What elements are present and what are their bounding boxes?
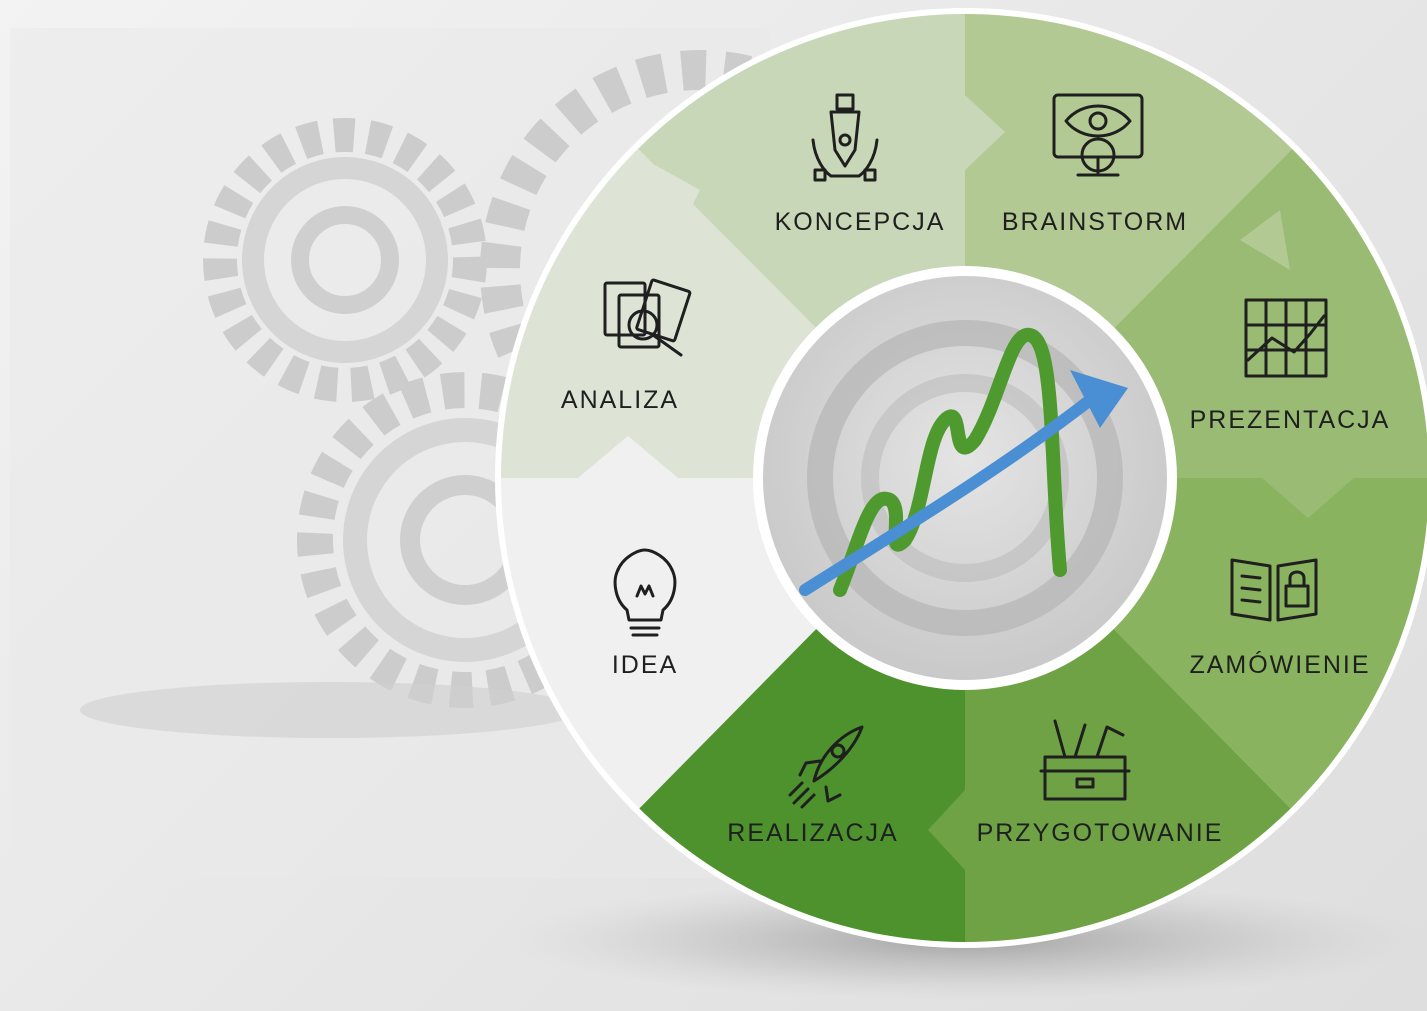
ground-shadow: [80, 682, 580, 738]
line-chart-icon: [1244, 298, 1328, 378]
lightbulb-icon: [613, 548, 677, 637]
logo-arrow-head: [1070, 370, 1128, 428]
toolbox-icon: [1039, 719, 1131, 801]
growth-arrow-logo: [799, 327, 1128, 597]
label-przygotowanie: PRZYGOTOWANIE: [977, 819, 1224, 847]
label-idea: IDEA: [612, 651, 678, 679]
logo-green-stroke: [833, 327, 1067, 597]
arrow-brainstorm-to-prezentacja: [1240, 210, 1290, 270]
monitor-eye-gear-icon: [1052, 93, 1144, 177]
book-padlock-icon: [1230, 558, 1318, 622]
label-zamowienie: ZAMÓWIENIE: [1189, 650, 1370, 679]
arrow-idea-to-analiza: [578, 436, 678, 478]
arrow-koncepcja-to-brainstorm: [965, 95, 1005, 170]
center-gear-ring: [807, 320, 1123, 636]
arrow-zamowienie-to-przygotowanie: [1195, 690, 1240, 740]
rocket-icon: [788, 725, 864, 809]
arrow-przygotowanie-to-realizacja: [928, 790, 965, 870]
label-brainstorm: BRAINSTORM: [1002, 208, 1188, 236]
arrow-prezentacja-to-zamowienie: [1262, 478, 1354, 518]
documents-magnifier-icon: [603, 278, 692, 357]
label-koncepcja: KONCEPCJA: [775, 208, 946, 236]
label-prezentacja: PREZENTACJA: [1190, 406, 1391, 434]
pen-nib-icon: [811, 93, 879, 182]
label-realizacja: REALIZACJA: [727, 819, 898, 847]
label-analiza: ANALIZA: [561, 386, 679, 414]
arrow-analiza-to-koncepcja: [655, 165, 700, 230]
logo-blue-arrow: [799, 394, 1096, 596]
